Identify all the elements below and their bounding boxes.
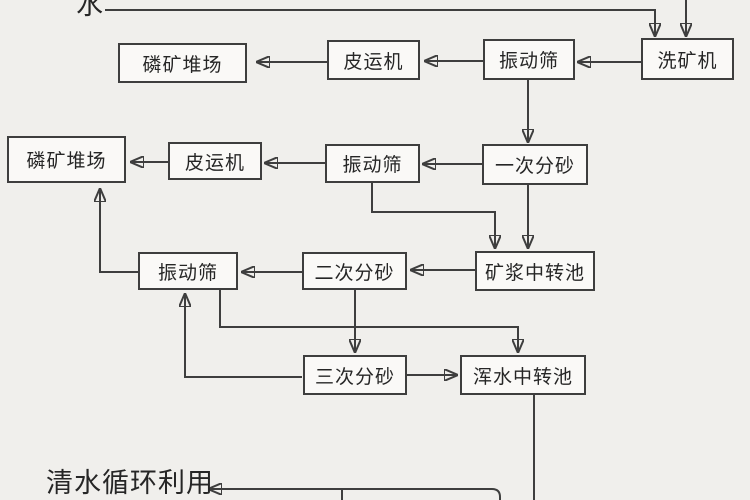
node-conveyor-2: 皮运机 [168,142,262,180]
node-washer: 洗矿机 [641,38,734,80]
node-sand-separation-2: 二次分砂 [302,252,407,290]
node-stockpile-1: 磷矿堆场 [118,43,247,83]
node-screen-3: 振动筛 [138,252,238,290]
node-sand-separation-1: 一次分砂 [482,144,588,185]
node-sand-separation-3: 三次分砂 [303,355,407,395]
water-source-label: 水 [76,0,103,21]
edge-water-to-washer [105,9,655,35]
edge-return-to-clean-water [210,489,501,500]
edge-screen3-to-muddypool [219,290,518,351]
node-screen-2: 振动筛 [325,144,420,183]
node-slurry-transfer-pool: 矿浆中转池 [475,251,595,291]
node-conveyor-1: 皮运机 [327,40,420,80]
node-stockpile-2: 磷矿堆场 [7,136,126,183]
edge-screen3-to-stockpile2 [100,190,138,273]
node-muddy-water-transfer-pool: 浑水中转池 [460,355,586,395]
edge-screen2-to-slurrypool [371,183,495,247]
clean-water-reuse-label: 清水循环利用 [46,468,214,499]
edge-sandsep3-to-screen3 [185,295,302,378]
node-screen-1: 振动筛 [483,39,575,80]
